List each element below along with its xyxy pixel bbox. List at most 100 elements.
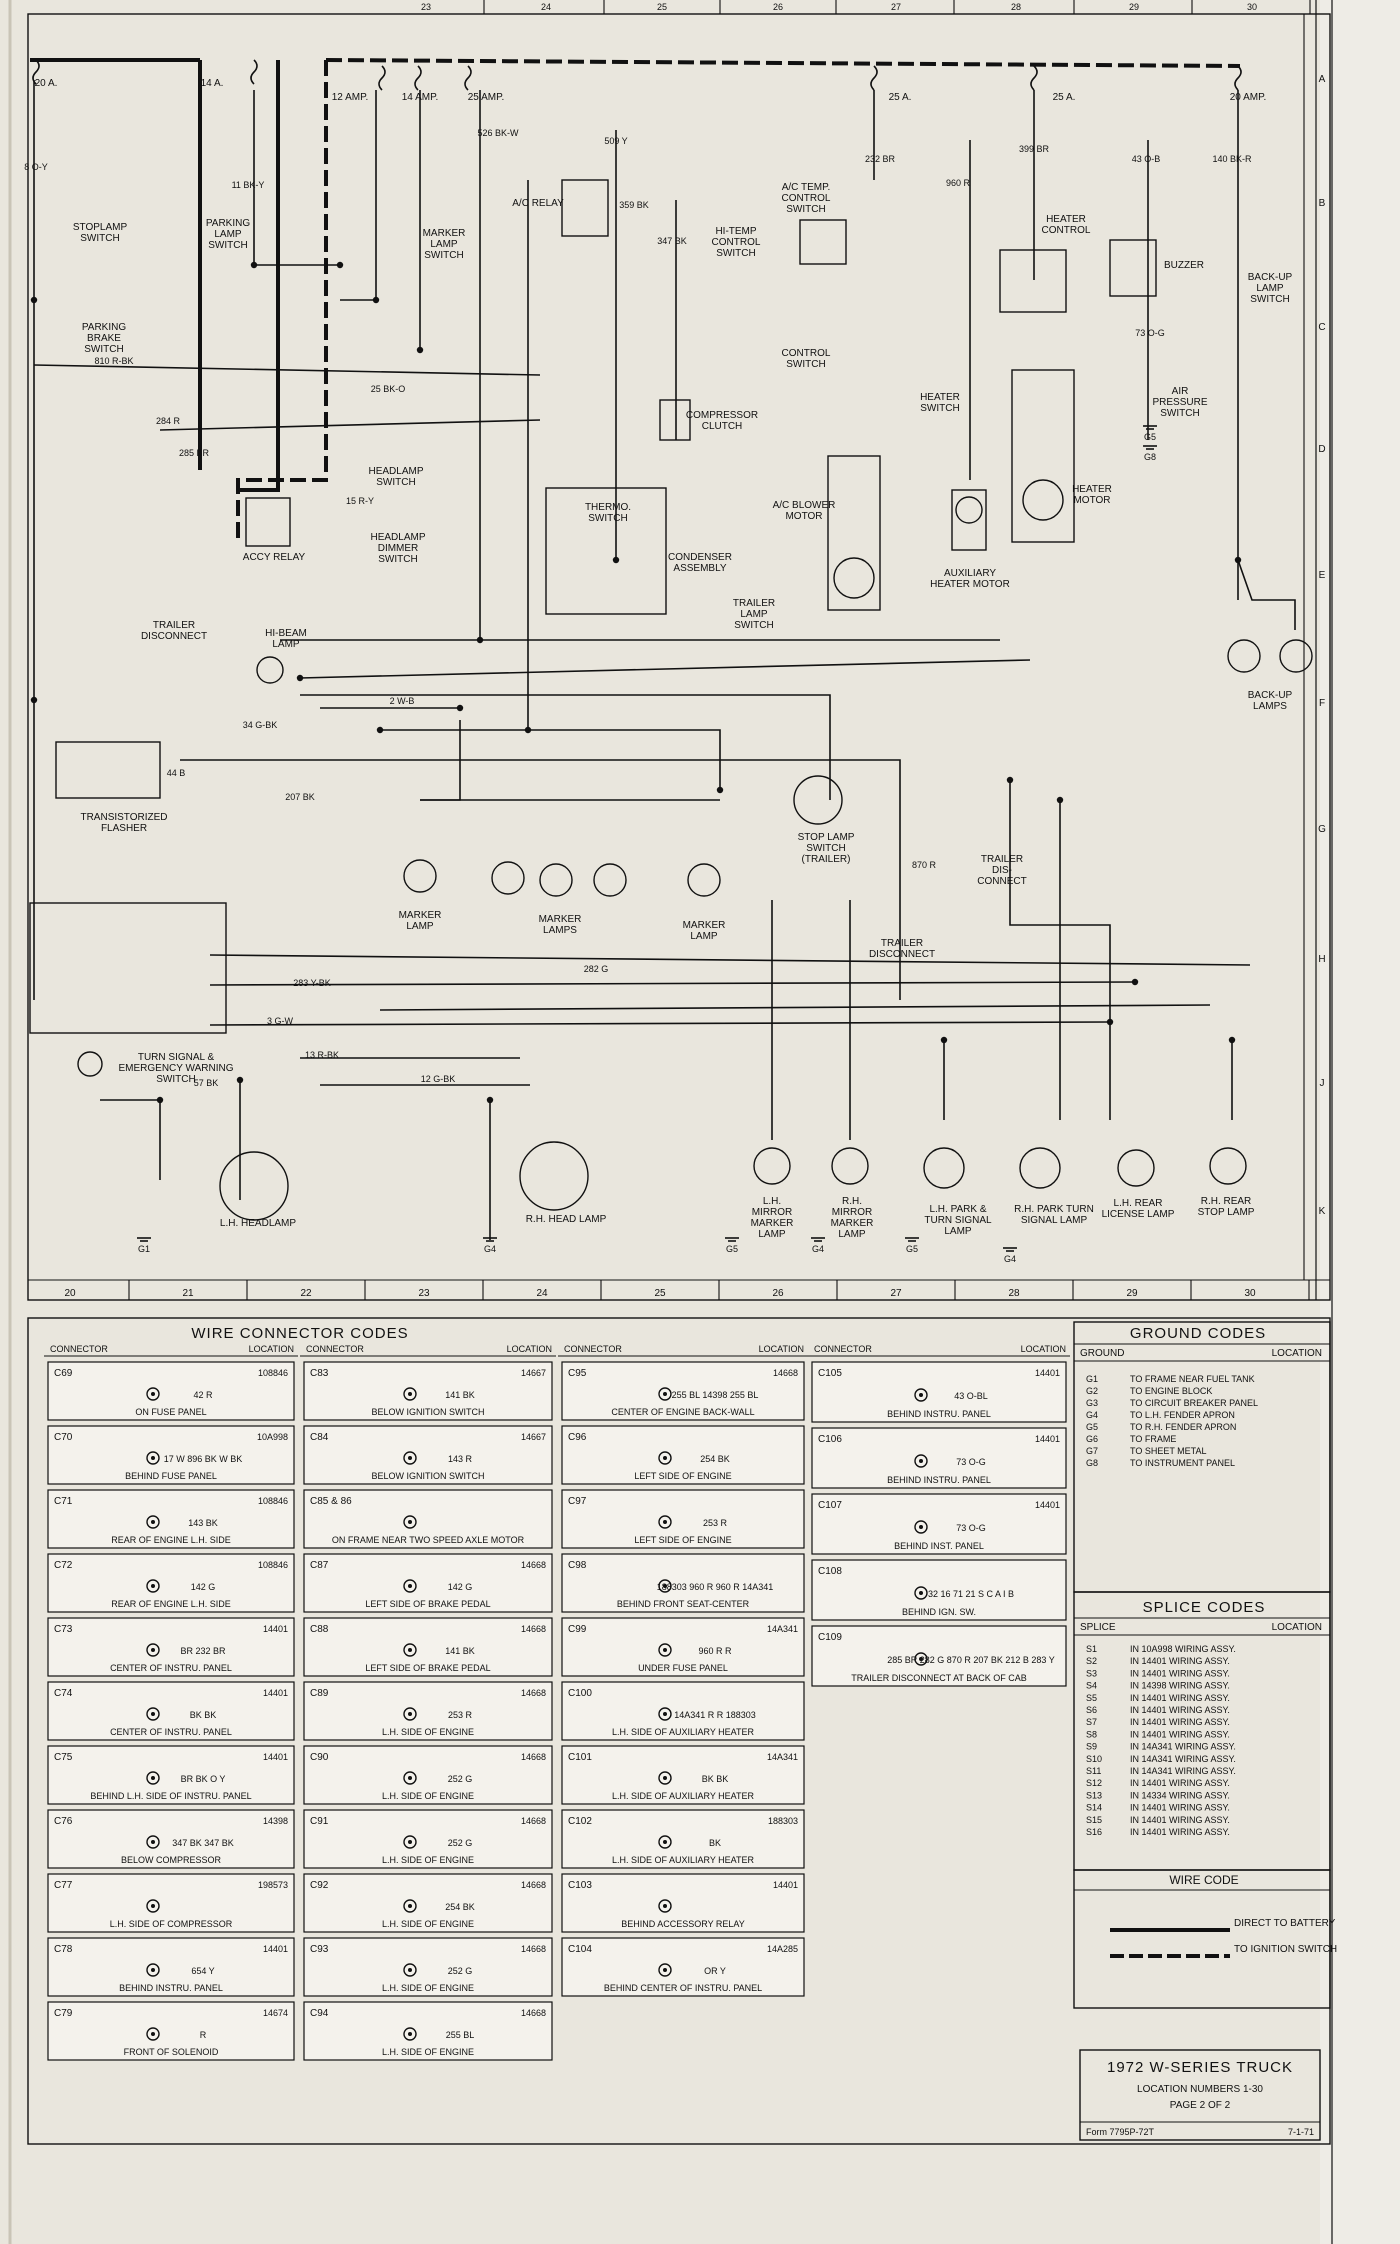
ground-code-G4: G4: [1086, 1410, 1098, 1420]
wire-810rbk-h: [380, 729, 721, 790]
connector-location: LEFT SIDE OF BRAKE PEDAL: [365, 1663, 490, 1673]
connector-code: C88: [310, 1624, 329, 1635]
label-thermo: THERMO.SWITCH: [585, 502, 631, 524]
connector-wires: 14A341 R R 188303: [674, 1710, 756, 1720]
connector-part: 14668: [521, 1560, 546, 1570]
top-col-28: 28: [1011, 2, 1021, 12]
bottom-col-29: 29: [1126, 1288, 1138, 1299]
ground-text-G8: TO INSTRUMENT PANEL: [1130, 1458, 1235, 1468]
connector-wires: 143 BK: [188, 1518, 218, 1528]
splice-text-S3: IN 14401 WIRING ASSY.: [1130, 1668, 1230, 1678]
splice-code-S15: S15: [1086, 1815, 1102, 1825]
splice-code-S10: S10: [1086, 1754, 1102, 1764]
connector-code: C83: [310, 1368, 329, 1379]
ground-code-G1: G1: [1086, 1374, 1098, 1384]
splice-text-S1: IN 10A998 WIRING ASSY.: [1130, 1644, 1236, 1654]
splice-text-S6: IN 14401 WIRING ASSY.: [1130, 1705, 1230, 1715]
connector-part: 198573: [258, 1880, 288, 1890]
connector-location: BEHIND FUSE PANEL: [125, 1471, 217, 1481]
wire-label-24: 44 B: [167, 768, 186, 778]
connector-wires: BK: [709, 1838, 721, 1848]
connector-code: C91: [310, 1816, 329, 1827]
connector-part: 14667: [521, 1432, 546, 1442]
connector-wires: 141 BK: [445, 1390, 475, 1400]
wire-140bkr-2: [1237, 559, 1296, 630]
connector-code: C97: [568, 1496, 587, 1507]
connector-part: 14401: [263, 1688, 288, 1698]
wire-11bky-h: [299, 659, 1031, 679]
bottom-col-20: 20: [64, 1288, 76, 1299]
connector-wires: BR 232 BR: [180, 1646, 226, 1656]
bottom-col-26: 26: [772, 1288, 784, 1299]
ground-G5-4: G5: [906, 1244, 918, 1254]
wire-label-10: 960 R: [946, 178, 971, 188]
connector-part: 14668: [521, 1880, 546, 1890]
connector-location: BEHIND CENTER OF INSTRU. PANEL: [604, 1983, 762, 1993]
ground-text-G4: TO L.H. FENDER APRON: [1130, 1410, 1235, 1420]
connector-code: C96: [568, 1432, 587, 1443]
row-D: D: [1318, 444, 1325, 455]
connector-code: C104: [568, 1944, 592, 1955]
connector-wires: 252 G: [448, 1838, 473, 1848]
ground-code-G8: G8: [1086, 1458, 1098, 1468]
splice-codes-hdr-location: LOCATION: [1272, 1622, 1322, 1633]
splice-code-S11: S11: [1086, 1766, 1101, 1776]
fuse-2: 12 AMP.: [332, 92, 369, 103]
connector-location: BEHIND INSTRU. PANEL: [887, 1409, 991, 1419]
hdr-connector-3: CONNECTOR: [814, 1344, 872, 1354]
bottom-col-24: 24: [536, 1288, 548, 1299]
splice-text-S14: IN 14401 WIRING ASSY.: [1130, 1803, 1230, 1813]
wire-label-13: 43 O-B: [1132, 154, 1161, 164]
connector-location: FRONT OF SOLENOID: [124, 2047, 219, 2057]
connector-code: C72: [54, 1560, 73, 1571]
connector-wires: 253 R: [448, 1710, 473, 1720]
connector-part: 14668: [521, 1816, 546, 1826]
connector-code: C76: [54, 1816, 73, 1827]
connector-location: BELOW IGNITION SWITCH: [371, 1407, 484, 1417]
row-B: B: [1319, 198, 1326, 209]
top-col-26: 26: [773, 2, 783, 12]
splice-text-S11: IN 14A341 WIRING ASSY.: [1130, 1766, 1236, 1776]
connector-wires: 42 R: [193, 1390, 213, 1400]
label-accy: ACCY RELAY: [243, 552, 306, 563]
connector-location: BEHIND INSTRU. PANEL: [887, 1475, 991, 1485]
connector-code: C98: [568, 1560, 587, 1571]
connector-code: C89: [310, 1688, 329, 1699]
wire-label-20: 283 Y-BK: [293, 978, 331, 988]
connector-wires: 253 R: [703, 1518, 728, 1528]
connector-location: BELOW IGNITION SWITCH: [371, 1471, 484, 1481]
ignition-bus: [325, 58, 1241, 68]
wire-label-27: 15 R-Y: [346, 496, 374, 506]
label-acrelay: A/C RELAY: [512, 198, 564, 209]
connector-location: BEHIND ACCESSORY RELAY: [621, 1919, 745, 1929]
hdr-connector-0: CONNECTOR: [50, 1344, 108, 1354]
fuse-6: 25 A.: [1053, 92, 1076, 103]
connector-wires: 141 BK: [445, 1646, 475, 1656]
wire-label-1: 11 BK-Y: [232, 180, 265, 190]
connector-code: C108: [818, 1566, 842, 1577]
splice-codes-hdr-splice: SPLICE: [1080, 1622, 1116, 1633]
top-col-29: 29: [1129, 2, 1139, 12]
fuse-1: 14 A.: [201, 78, 224, 89]
wire-connector-codes-title: WIRE CONNECTOR CODES: [191, 1325, 408, 1342]
